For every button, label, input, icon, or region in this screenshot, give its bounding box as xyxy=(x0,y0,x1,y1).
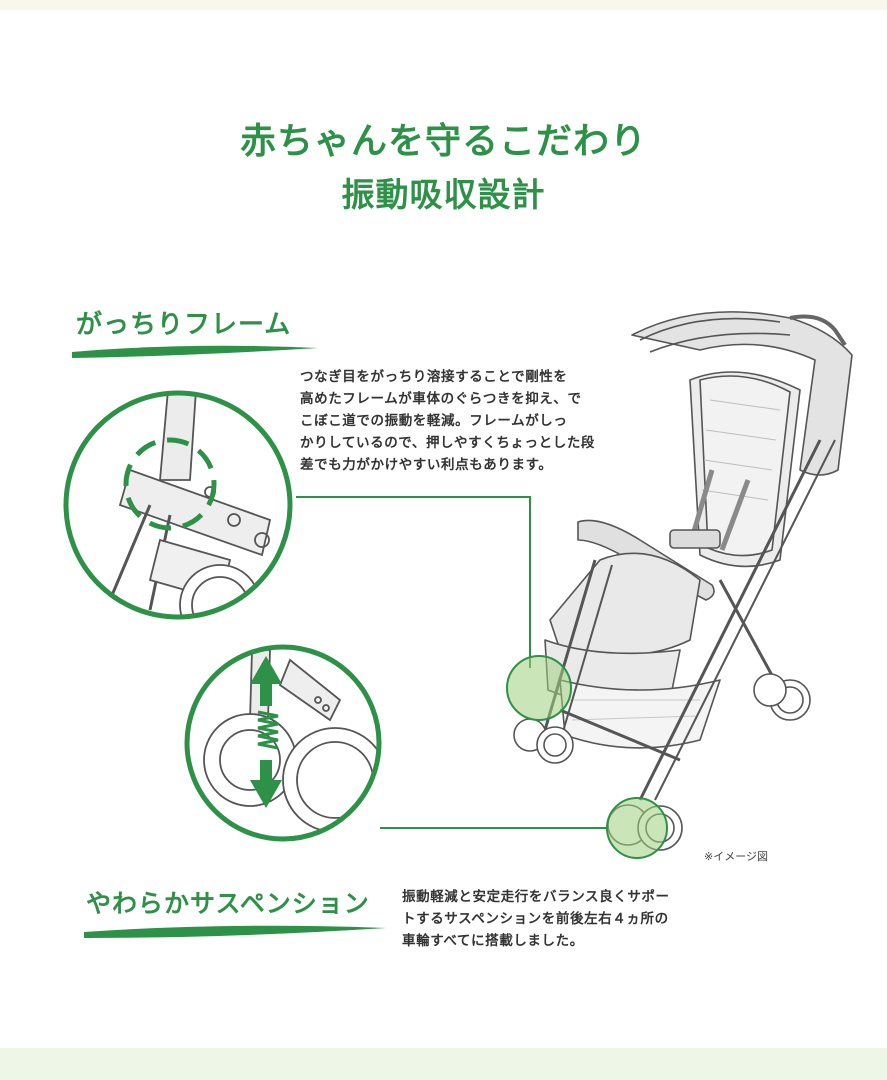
frame-desc-line: かりしているので、押しやすくちょっとした段 xyxy=(300,435,596,451)
suspension-section-description: 振動軽減と安定走行をバランス良くサポー トするサスペンションを前後左右４ヵ所の … xyxy=(402,886,670,952)
frame-desc-line: つなぎ目をがっちり溶接することで剛性を xyxy=(300,369,568,385)
top-band xyxy=(0,0,887,10)
suspension-spring xyxy=(257,710,279,750)
frame-section-description: つなぎ目をがっちり溶接することで剛性を 高めたフレームが車体のぐらつきを抑え、で… xyxy=(300,366,595,476)
frame-highlight-spot xyxy=(506,655,572,721)
bottom-band xyxy=(0,1048,887,1080)
suspension-desc-line: 車輪すべてに搭載しました。 xyxy=(402,933,584,949)
frame-detail-circle xyxy=(63,390,293,620)
suspension-section-title: やわらかサスペンション xyxy=(86,889,370,918)
image-note: ※イメージ図 xyxy=(704,850,768,863)
frame-desc-line: 差でも力がかけやすい利点もあります。 xyxy=(300,457,553,473)
suspension-detail-circle xyxy=(184,644,382,842)
suspension-desc-line: トするサスペンションを前後左右４ヵ所の xyxy=(402,911,669,927)
headline-line-1: 赤ちゃんを守るこだわり xyxy=(239,121,647,162)
arrow-down-icon xyxy=(250,760,282,808)
weld-point-marker xyxy=(123,437,217,531)
headline-line-2: 振動吸収設計 xyxy=(341,175,546,214)
frame-connector-line xyxy=(296,496,531,668)
suspension-desc-line: 振動軽減と安定走行をバランス良くサポー xyxy=(402,889,670,905)
frame-title-brush xyxy=(72,345,318,358)
suspension-highlight-spot xyxy=(606,797,668,859)
frame-desc-line: こぼこ道での振動を軽減。フレームがしっ xyxy=(300,413,568,429)
suspension-title-brush xyxy=(84,925,386,938)
arrow-up-icon xyxy=(250,656,282,706)
frame-desc-line: 高めたフレームが車体のぐらつきを抑え、で xyxy=(300,391,582,407)
frame-section-title: がっちりフレーム xyxy=(76,310,292,340)
